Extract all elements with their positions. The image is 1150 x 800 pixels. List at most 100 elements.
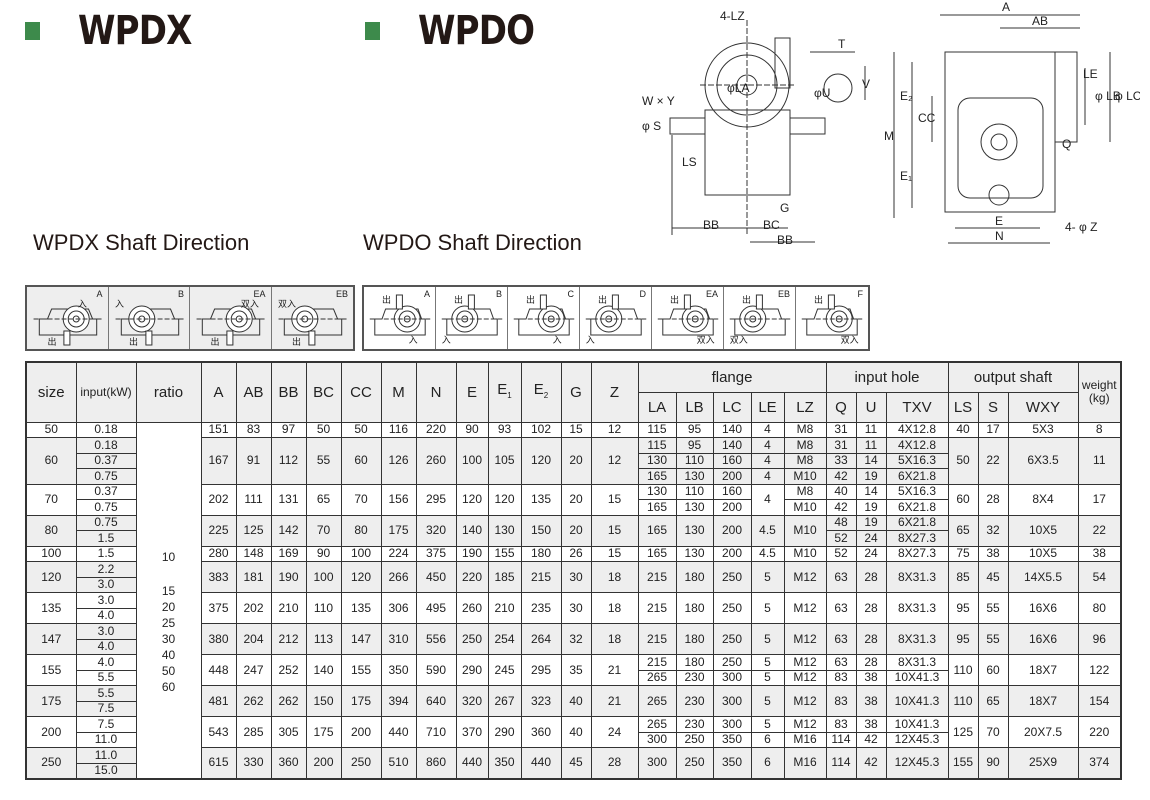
cell-lb: 110	[675, 452, 714, 469]
cell-lz: M10	[783, 514, 827, 547]
cell-g: 40	[560, 685, 592, 717]
cell-cc: 135	[340, 592, 382, 624]
cell-q: 42	[825, 468, 857, 485]
cell-u: 11	[855, 437, 887, 454]
cell-e: 440	[455, 747, 489, 779]
cell-s: 22	[977, 437, 1009, 485]
cell-la: 265	[637, 716, 677, 733]
gearbox-direction-icon	[33, 305, 103, 346]
header-ratio: ratio	[135, 361, 202, 423]
cell-n: 220	[415, 421, 457, 438]
cell-input: 2.2	[75, 561, 137, 578]
cell-u: 28	[855, 592, 887, 624]
label-bb: BB	[703, 218, 719, 232]
cell-le: 5	[750, 669, 785, 686]
cell-lc: 200	[712, 545, 752, 562]
cell-lz: M10	[783, 468, 827, 485]
cell-m: 350	[380, 654, 417, 686]
cell-u: 19	[855, 468, 887, 485]
ratio-value: 10	[161, 549, 176, 564]
cell-bb: 262	[270, 685, 307, 717]
wpdo-title: WPDO	[418, 8, 535, 54]
cell-bc: 100	[305, 561, 342, 593]
cell-ls: 155	[947, 747, 979, 779]
cell-le: 4.5	[750, 545, 785, 562]
cell-ab: 204	[235, 623, 272, 655]
cell-w: 54	[1077, 561, 1122, 593]
cell-lc: 200	[712, 514, 752, 547]
cell-bc: 150	[305, 685, 342, 717]
cell-bc: 200	[305, 747, 342, 779]
cell-lb: 250	[675, 731, 714, 748]
cell-bb: 212	[270, 623, 307, 655]
cell-la: 215	[637, 623, 677, 655]
green-square-icon	[25, 22, 40, 40]
input-label: 入	[77, 299, 87, 309]
cell-cc: 250	[340, 747, 382, 779]
cell-u: 28	[855, 561, 887, 593]
input-label: 入	[115, 299, 125, 309]
table-row: 3.0	[26, 576, 1121, 593]
cell-m: 116	[380, 421, 417, 438]
cell-lz: M8	[783, 421, 827, 438]
cell-s: 70	[977, 716, 1009, 748]
label-s: φ S	[642, 119, 661, 133]
label-w-x-y: W × Y	[642, 94, 675, 108]
cell-e1: 350	[487, 747, 522, 779]
cell-n: 590	[415, 654, 457, 686]
wpdo-subtitle: WPDO Shaft Direction	[363, 230, 582, 255]
cell-e2: 264	[520, 623, 562, 655]
label-t: T	[838, 37, 846, 51]
ratio-value: 50	[161, 663, 176, 678]
label-ab: AB	[1032, 14, 1048, 28]
cell-q: 83	[825, 669, 857, 686]
cell-bc: 50	[305, 421, 342, 438]
cell-q: 63	[825, 654, 857, 671]
cell-u: 19	[855, 499, 887, 516]
cell-q: 52	[825, 530, 857, 547]
cell-u: 14	[855, 483, 887, 500]
cell-lc: 300	[712, 716, 752, 733]
green-square-icon	[365, 22, 380, 40]
cell-q: 42	[825, 499, 857, 516]
cell-q: 114	[825, 731, 857, 748]
cell-txv: 8X31.3	[885, 561, 949, 593]
output-label: 出	[670, 295, 680, 305]
cell-e1: 105	[487, 437, 522, 485]
cell-a: 202	[200, 483, 237, 516]
label-v: V	[862, 77, 870, 91]
cell-lz: M12	[783, 561, 827, 593]
label-4-z: 4- φ Z	[1065, 220, 1097, 234]
cell-input: 1.5	[75, 530, 137, 547]
label-a: A	[1002, 0, 1010, 14]
header-lb: LB	[675, 391, 714, 423]
direction-code-label: EB	[777, 289, 790, 299]
cell-input: 15.0	[75, 762, 137, 779]
cell-e2: 135	[520, 483, 562, 516]
cell-txv: 4X12.8	[885, 421, 949, 438]
cell-q: 83	[825, 716, 857, 733]
cell-input: 0.75	[75, 514, 137, 531]
cell-le: 4.5	[750, 514, 785, 547]
cell-size: 80	[25, 514, 77, 547]
cell-bb: 252	[270, 654, 307, 686]
cell-n: 450	[415, 561, 457, 593]
label-m: M	[884, 129, 894, 143]
header-ab: AB	[235, 361, 272, 423]
ratio-value: 25	[161, 615, 176, 630]
cell-lb: 230	[675, 685, 714, 717]
cell-m: 224	[380, 545, 417, 562]
cell-cc: 70	[340, 483, 382, 516]
cell-e: 250	[455, 623, 489, 655]
cell-input: 5.5	[75, 669, 137, 686]
cell-lc: 250	[712, 561, 752, 593]
cell-e1: 290	[487, 716, 522, 748]
ratio-value: 15	[161, 583, 176, 598]
cell-w: 38	[1077, 545, 1122, 562]
label-q: Q	[1062, 137, 1071, 151]
cell-w: 8	[1077, 421, 1122, 438]
